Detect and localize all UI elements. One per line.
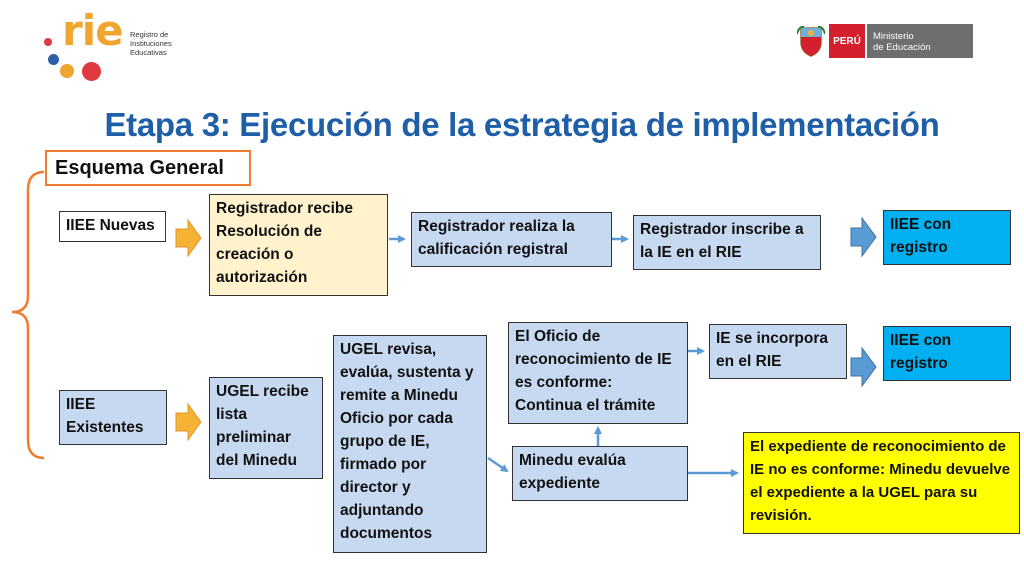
arrow-orange-row1 (175, 218, 202, 258)
logo-word: rie (62, 6, 124, 55)
logo-dot-yellow (60, 64, 74, 78)
node-no-conforme: El expediente de reconocimiento de IE no… (743, 432, 1020, 534)
arrow-blue-result1 (850, 216, 877, 258)
country-badge: PERÚ (829, 24, 865, 58)
connector-ugel-minedu (487, 456, 509, 473)
logo-dot-red-small (44, 38, 52, 46)
section-label: Esquema General (45, 150, 251, 186)
arrow-orange-row2 (175, 402, 202, 442)
node-ie-incorpora: IE se incorpora en el RIE (709, 324, 847, 379)
node-oficio-conforme: El Oficio de reconocimiento de IE es con… (508, 322, 688, 424)
logo-dot-blue (48, 54, 59, 65)
ministry-badge: Ministerio de Educación (867, 24, 973, 58)
node-ugel-revisa: UGEL revisa, evalúa, sustenta y remite a… (333, 335, 487, 553)
node-registrador-inscribe: Registrador inscribe a la IE en el RIE (633, 215, 821, 270)
node-iiee-existentes: IIEE Existentes (59, 390, 167, 445)
arrow-blue-result2 (850, 346, 877, 388)
page-title: Etapa 3: Ejecución de la estrategia de i… (104, 106, 940, 144)
logo-dot-red-large (82, 62, 101, 81)
coat-of-arms-icon (797, 25, 825, 57)
node-iiee-nuevas: IIEE Nuevas (59, 211, 166, 242)
node-calificacion-registral: Registrador realiza la calificación regi… (411, 212, 612, 267)
node-result-registro-1: IIEE con registro (883, 210, 1011, 265)
bracket-left (11, 170, 45, 460)
node-registrador-recibe: Registrador recibe Resolución de creació… (209, 194, 388, 296)
node-ugel-recibe: UGEL recibe lista preliminar del Minedu (209, 377, 323, 479)
node-minedu-evalua: Minedu evalúa expediente (512, 446, 688, 501)
node-result-registro-2: IIEE con registro (883, 326, 1011, 381)
logo-subtitle: Registro de Instituciones Educativas (130, 30, 172, 57)
